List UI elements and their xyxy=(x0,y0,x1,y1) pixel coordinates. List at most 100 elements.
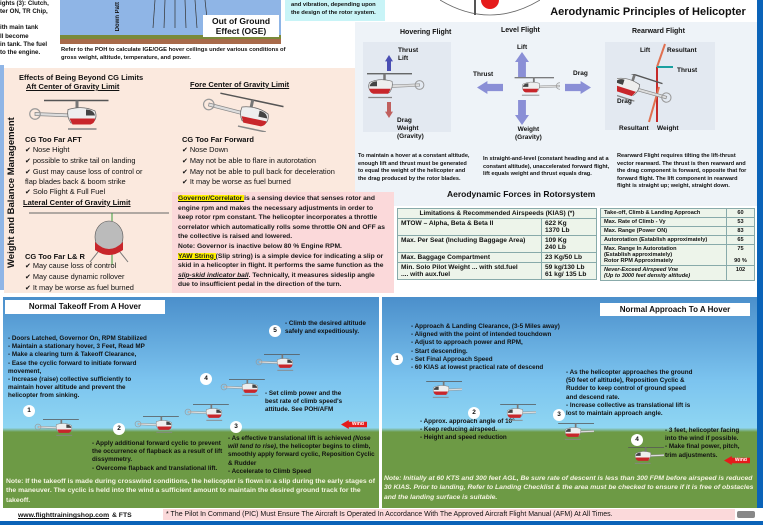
level-drag: Drag xyxy=(573,70,588,77)
table-label: MTOW – Alpha, Beta & Beta II xyxy=(397,218,542,236)
list-item: possible to strike tail on landing xyxy=(25,156,155,167)
rearward-text: Rearward Flight requires tilting the lif… xyxy=(617,153,747,189)
list-item: It may be worse as fuel burned xyxy=(182,177,357,188)
table-value: 109 Kg 240 Lb xyxy=(541,235,597,253)
weight-arrow-icon xyxy=(515,100,529,125)
lift-arrow-icon xyxy=(515,52,529,77)
table-label: Autorotation (Establish approximately) xyxy=(600,235,727,245)
level-text: In straight-and-level (constant heading … xyxy=(483,156,610,177)
limits-header: Limitations & Recommended Airspeeds (KIA… xyxy=(397,208,597,219)
table-value: 622 Kg 1370 Lb xyxy=(541,218,597,236)
takeoff-panel: Normal Takeoff From A Hover - Doors Latc… xyxy=(3,297,379,508)
table-value: 59 kg/130 Lb 61 kg/ 135 Lb xyxy=(541,262,597,280)
takeoff-step4: - Set climb power and the best rate of c… xyxy=(265,390,343,414)
fore-cg-list: Nose Down May not be able to flare in au… xyxy=(182,145,357,188)
step-number: 1 xyxy=(391,353,403,365)
table-label: Max. Rate of Climb - Vy xyxy=(600,217,727,227)
list-item: Gust may cause loss of control or flap b… xyxy=(25,167,155,188)
website-link[interactable]: www.flighttrainingshop.com xyxy=(18,512,110,519)
limits-panel: Limitations & Recommended Airspeeds (KIA… xyxy=(394,206,757,294)
weight-balance-panel xyxy=(0,65,4,290)
rearward-resultant-top: Resultant xyxy=(667,47,697,54)
approach-step1: - Approach & Landing Clearance, (3-5 Mil… xyxy=(411,323,560,372)
vibration-note: and vibration, depending upon the design… xyxy=(285,0,385,21)
downwash-arrows-icon xyxy=(152,0,209,29)
pic-disclaimer: * The Pilot In Command (PIC) Must Ensure… xyxy=(163,509,735,520)
fore-cg-heading: CG Too Far Forward xyxy=(182,135,254,144)
helicopter-icon xyxy=(133,414,183,434)
step-number: 2 xyxy=(113,423,125,435)
takeoff-step2: - Apply additional forward cyclic to pre… xyxy=(92,440,223,472)
wb-side-title: Weight and Balance Management xyxy=(6,117,17,269)
text-line xyxy=(0,16,60,24)
table-value: 53 xyxy=(726,217,755,227)
rearward-title: Rearward Flight xyxy=(632,28,685,35)
table-value: 65 xyxy=(726,235,755,245)
text-line: ights (3): Clutch, xyxy=(0,0,49,7)
level-title: Level Flight xyxy=(501,27,540,34)
wind-arrow-icon: Wind xyxy=(341,420,367,429)
lateral-cg-list: May cause loss of control May cause dyna… xyxy=(25,261,175,293)
table-row: Max. Per Seat (Including Baggage Area)10… xyxy=(397,235,597,253)
drag-arrow-icon xyxy=(565,81,591,94)
oge-caption: Refer to the POH to calculate IGE/OGE ho… xyxy=(61,47,286,62)
drag-arrow-icon xyxy=(385,102,393,118)
rearward-lift: Lift xyxy=(640,47,651,54)
level-thrust: Thrust xyxy=(473,71,494,78)
yaw-string-term: YAW String xyxy=(178,252,216,260)
footer-suffix: & FTS xyxy=(112,512,132,519)
step-number: 5 xyxy=(269,325,281,337)
helicopter-fore-cg-icon xyxy=(199,92,289,132)
takeoff-step1: - Doors Latched, Governor On, RPM Stabil… xyxy=(8,335,147,400)
helicopter-icon xyxy=(486,402,536,422)
helicopter-icon xyxy=(33,417,83,437)
lateral-cg-title: Lateral Center of Gravity Limit xyxy=(23,198,131,207)
wb-title: Effects of Being Beyond CG Limits xyxy=(19,73,144,82)
takeoff-note: Note: If the takeoff is made during cros… xyxy=(6,478,375,504)
table-label: Take-off, Climb & Landing Approach xyxy=(600,208,727,218)
takeoff-step5: - Climb the desired altitude safely and … xyxy=(285,320,366,336)
level-weight: Weight (Gravity) xyxy=(515,126,542,141)
table-label: Max. Baggage Compartment xyxy=(397,252,542,263)
rearward-resultant-bottom: Resultant xyxy=(619,125,649,132)
thrust-arrow-icon xyxy=(477,81,503,94)
table-value: 102 xyxy=(726,265,755,281)
list-item: May cause dynamic rollover xyxy=(25,272,175,283)
list-item: It may be worse as fuel burned xyxy=(25,283,175,294)
table-label: Never-Exceed Airspeed Vne (Up to 3000 fe… xyxy=(600,265,727,281)
approach-step4: - 3 feet, helicopter facing into the win… xyxy=(665,427,740,459)
text-line: in tank. The fuel xyxy=(0,40,48,48)
table-row: Max. Range In Autorotation (Establish ap… xyxy=(600,244,755,266)
aft-cg-title: Aft Center of Gravity Limit xyxy=(26,82,120,91)
takeoff-step3: - As effective translational lift is ach… xyxy=(228,435,375,475)
table-label: Min. Solo Pilot Weight ... with std.fuel… xyxy=(397,262,542,280)
rearward-weight: Weight xyxy=(657,125,679,132)
approach-panel: Normal Approach To A Hover - Approach & … xyxy=(382,297,757,508)
table-row: Min. Solo Pilot Weight ... with std.fuel… xyxy=(397,262,597,280)
hovering-drag-weight: Drag Weight (Gravity) xyxy=(397,117,424,140)
level-lift: Lift xyxy=(517,44,528,51)
wind-arrow-icon: Wind xyxy=(724,456,750,465)
table-value: 60 xyxy=(726,208,755,218)
governor-term: Governor/Correlator xyxy=(178,195,245,202)
aero-title: Aerodynamic Principles of Helicopter xyxy=(540,4,756,20)
helicopter-icon xyxy=(614,445,664,465)
rotor-disc-diagram xyxy=(440,0,540,16)
text-line: ith main tank xyxy=(0,24,39,32)
step-number: 4 xyxy=(200,373,212,385)
table-label: Max. Per Seat (Including Baggage Area) xyxy=(397,235,542,253)
takeoff-title: Normal Takeoff From A Hover xyxy=(5,300,165,314)
list-item: May not be able to flare in autorotation xyxy=(182,156,357,167)
text-line: ll become xyxy=(0,32,29,40)
aero-forces-panel: Hovering Flight Thrust Lift Drag Weight … xyxy=(355,22,757,207)
list-item: May cause loss of control xyxy=(25,261,175,272)
step-number: 3 xyxy=(230,421,242,433)
weights-table: Limitations & Recommended Airspeeds (KIA… xyxy=(397,208,597,280)
text-line: to the engine. xyxy=(0,49,41,57)
table-label: Max. Range (Power ON) xyxy=(600,226,727,236)
step-number: 1 xyxy=(23,405,35,417)
governor-note: Governor/Correlator is a sensing device … xyxy=(172,192,394,293)
